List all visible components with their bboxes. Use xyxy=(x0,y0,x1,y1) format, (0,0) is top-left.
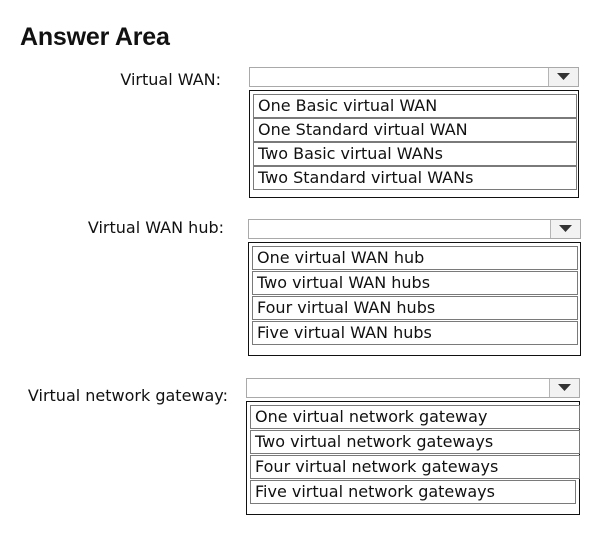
virtual-wan-hub-option-1[interactable]: One virtual WAN hub xyxy=(252,246,578,270)
chevron-down-icon xyxy=(559,225,572,232)
virtual-wan-option-2[interactable]: One Standard virtual WAN xyxy=(253,118,577,142)
virtual-wan-dropdown[interactable] xyxy=(249,67,579,87)
virtual-network-gateway-option-4[interactable]: Five virtual network gateways xyxy=(250,480,576,504)
virtual-network-gateway-option-1[interactable]: One virtual network gateway xyxy=(250,405,580,429)
virtual-network-gateway-dropdown[interactable] xyxy=(246,378,580,398)
virtual-wan-hub-option-3[interactable]: Four virtual WAN hubs xyxy=(252,296,578,320)
virtual-network-gateway-options: One virtual network gateway Two virtual … xyxy=(246,401,580,515)
chevron-down-icon xyxy=(558,384,571,391)
virtual-wan-option-1[interactable]: One Basic virtual WAN xyxy=(253,94,577,118)
virtual-wan-hub-dropdown-toggle[interactable] xyxy=(550,220,580,238)
chevron-down-icon xyxy=(557,73,570,80)
virtual-wan-label: Virtual WAN: xyxy=(120,70,221,89)
virtual-wan-option-3[interactable]: Two Basic virtual WANs xyxy=(253,142,577,166)
virtual-wan-hub-options: One virtual WAN hub Two virtual WAN hubs… xyxy=(248,242,581,356)
virtual-wan-hub-label: Virtual WAN hub: xyxy=(87,218,224,237)
virtual-wan-options: One Basic virtual WAN One Standard virtu… xyxy=(249,90,579,198)
virtual-wan-dropdown-toggle[interactable] xyxy=(548,68,578,86)
virtual-network-gateway-option-2[interactable]: Two virtual network gateways xyxy=(250,430,580,454)
virtual-network-gateway-label: Virtual network gateway: xyxy=(27,386,228,405)
virtual-wan-hub-dropdown[interactable] xyxy=(248,219,581,239)
virtual-wan-hub-option-2[interactable]: Two virtual WAN hubs xyxy=(252,271,578,295)
virtual-network-gateway-option-3[interactable]: Four virtual network gateways xyxy=(250,455,580,479)
virtual-wan-hub-option-4[interactable]: Five virtual WAN hubs xyxy=(252,321,578,345)
virtual-wan-option-4[interactable]: Two Standard virtual WANs xyxy=(253,166,577,190)
virtual-network-gateway-dropdown-toggle[interactable] xyxy=(549,379,579,397)
page-title: Answer Area xyxy=(20,23,170,51)
